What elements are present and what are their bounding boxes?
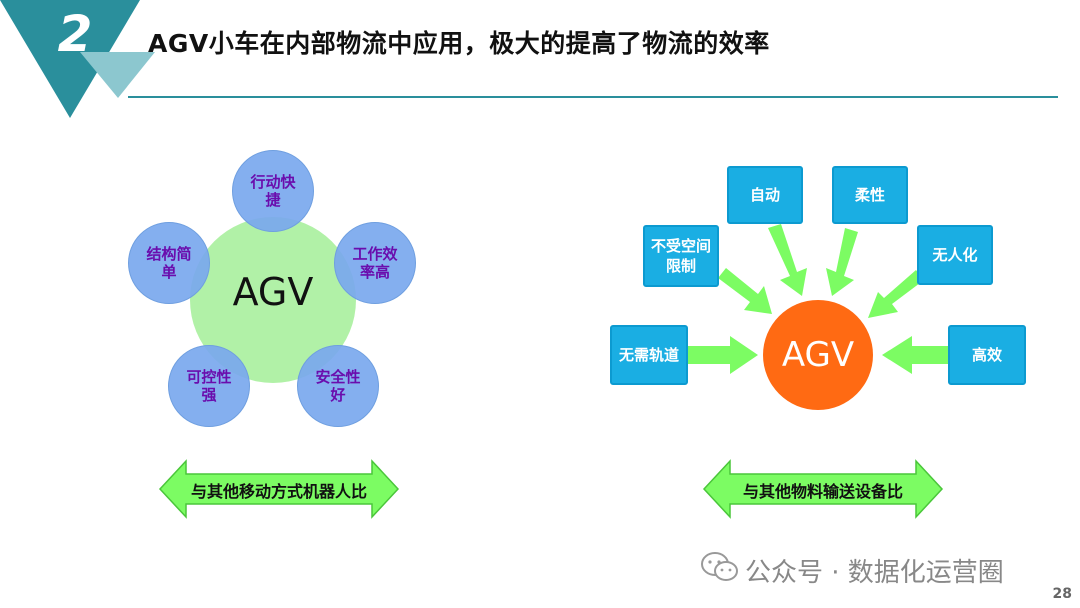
arrow-from-space	[718, 268, 772, 314]
watermark-text: 公众号 · 数据化运营圈	[745, 558, 1004, 588]
arrow-from-efficient	[882, 336, 950, 374]
agv-center-label: AGV	[232, 270, 314, 314]
petal-safety: 安全性好	[297, 345, 379, 427]
petal-label: 结构简单	[146, 245, 192, 281]
box-flex: 柔性	[832, 166, 908, 224]
agv-orange-circle: AGV	[763, 300, 873, 410]
page-number: 28	[1052, 586, 1072, 602]
right-double-arrow	[702, 459, 944, 519]
petal-label: 行动快捷	[250, 173, 296, 209]
slide-number: 2	[57, 5, 93, 63]
arrow-from-auto	[768, 224, 807, 296]
box-auto: 自动	[727, 166, 803, 224]
arrow-from-track	[688, 336, 758, 374]
wechat-icon	[701, 552, 738, 581]
petal-efficiency: 工作效率高	[334, 222, 416, 304]
arrow-from-flex	[826, 228, 858, 296]
box-unmanned: 无人化	[917, 225, 993, 285]
teal-triangle-dark	[0, 0, 140, 118]
petal-fast: 行动快捷	[232, 150, 314, 232]
box-no-track: 无需轨道	[610, 325, 688, 385]
left-arrow-label: 与其他移动方式机器人比	[190, 482, 367, 501]
teal-triangle-light	[80, 52, 155, 98]
title-divider	[128, 96, 1058, 98]
right-arrow-label: 与其他物料输送设备比	[742, 482, 903, 501]
header-ribbon	[0, 0, 155, 118]
arrow-from-unmanned	[868, 270, 924, 318]
box-space: 不受空间限制	[643, 225, 719, 287]
petal-label: 安全性好	[315, 368, 361, 404]
petal-label: 可控性强	[186, 368, 232, 404]
left-double-arrow	[158, 459, 400, 519]
petal-simple: 结构简单	[128, 222, 210, 304]
box-efficient: 高效	[948, 325, 1026, 385]
page-title: AGV小车在内部物流中应用，极大的提高了物流的效率	[148, 29, 770, 58]
petal-control: 可控性强	[168, 345, 250, 427]
petal-label: 工作效率高	[352, 245, 398, 281]
arrow-group	[688, 224, 950, 374]
